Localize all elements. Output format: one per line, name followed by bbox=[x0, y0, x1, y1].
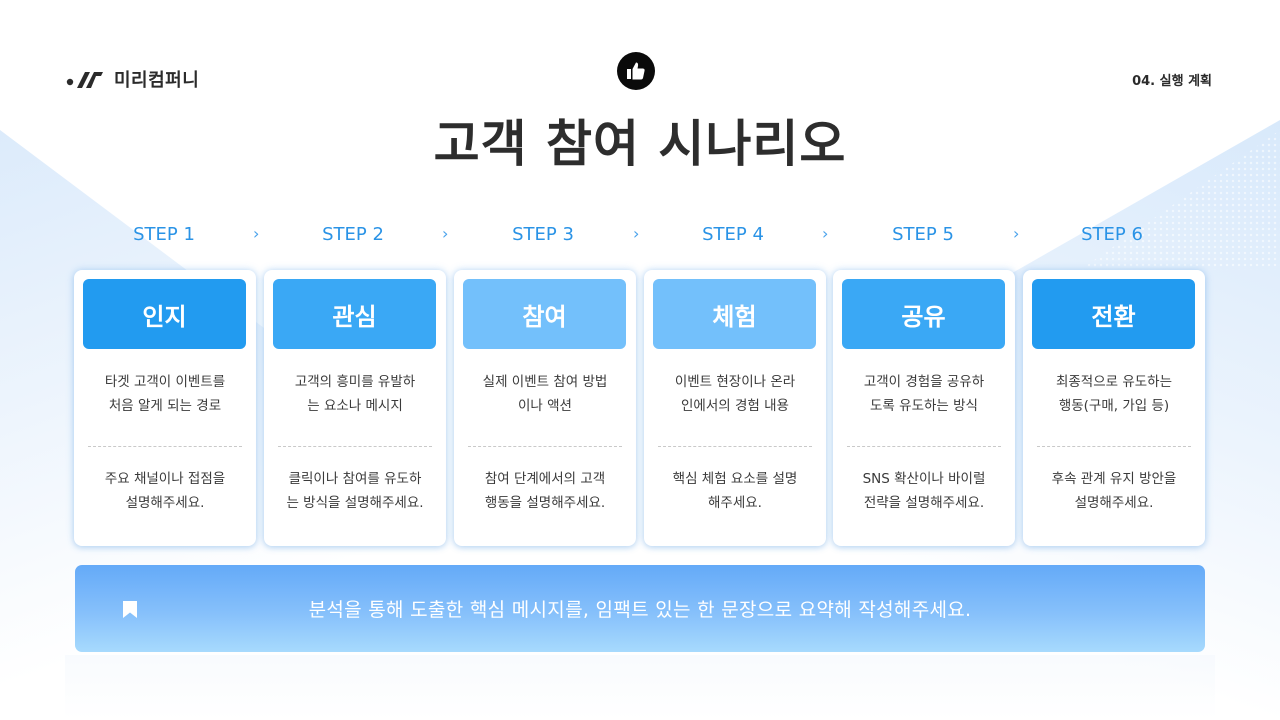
card-description: 고객의 흥미를 유발하 는 요소나 메시지 bbox=[294, 374, 416, 414]
chevron-right-icon: › bbox=[822, 224, 829, 243]
card-note: 참여 단계에서의 고객 행동을 설명해주세요. bbox=[484, 471, 606, 511]
step-card-conversion: 전환 최종적으로 유도하는 행동(구매, 가입 등) 후속 관계 유지 방안을 … bbox=[1023, 270, 1205, 546]
step-card-awareness: 인지 타겟 고객이 이벤트를 처음 알게 되는 경로 주요 채널이나 접점을 설… bbox=[74, 270, 256, 546]
step-cards: 인지 타겟 고객이 이벤트를 처음 알게 되는 경로 주요 채널이나 접점을 설… bbox=[74, 270, 1206, 548]
card-description: 고객이 경험을 공유하 도록 유도하는 방식 bbox=[863, 374, 985, 414]
section-label: 04. 실행 계획 bbox=[1132, 74, 1212, 89]
summary-text: 분석을 통해 도출한 핵심 메시지를, 임팩트 있는 한 문장으로 요약해 작성… bbox=[308, 599, 972, 621]
company-name: 미리컴퍼니 bbox=[114, 70, 200, 91]
card-divider bbox=[1037, 446, 1191, 447]
card-description: 최종적으로 유도하는 행동(구매, 가입 등) bbox=[1055, 374, 1173, 414]
card-description: 실제 이벤트 참여 방법 이나 액션 bbox=[482, 374, 608, 414]
step-label-2: STEP 2 bbox=[322, 224, 384, 245]
chevron-right-icon: › bbox=[442, 224, 449, 243]
card-note: SNS 확산이나 바이럴 전략을 설명해주세요. bbox=[862, 471, 986, 511]
card-note: 후속 관계 유지 방안을 설명해주세요. bbox=[1051, 471, 1177, 511]
card-title: 체험 bbox=[653, 279, 816, 349]
step-labels-row: STEP 1 › STEP 2 › STEP 3 › STEP 4 › STEP… bbox=[70, 222, 1210, 252]
step-card-experience: 체험 이벤트 현장이나 온라 인에서의 경험 내용 핵심 체험 요소를 설명 해… bbox=[644, 270, 826, 546]
card-title: 관심 bbox=[273, 279, 436, 349]
card-title: 참여 bbox=[463, 279, 626, 349]
bookmark-icon bbox=[123, 601, 137, 618]
card-title: 공유 bbox=[842, 279, 1005, 349]
step-card-interest: 관심 고객의 흥미를 유발하 는 요소나 메시지 클릭이나 참여를 유도하 는 … bbox=[264, 270, 446, 546]
card-description: 타겟 고객이 이벤트를 처음 알게 되는 경로 bbox=[104, 374, 226, 414]
card-divider bbox=[658, 446, 812, 447]
logo-mark-icon bbox=[66, 72, 103, 88]
page-title: 고객 참여 시나리오 bbox=[433, 115, 847, 173]
chevron-right-icon: › bbox=[633, 224, 640, 243]
step-label-4: STEP 4 bbox=[702, 224, 764, 245]
step-label-5: STEP 5 bbox=[892, 224, 954, 245]
card-title: 인지 bbox=[83, 279, 246, 349]
card-divider bbox=[278, 446, 432, 447]
card-divider bbox=[88, 446, 242, 447]
step-card-share: 공유 고객이 경험을 공유하 도록 유도하는 방식 SNS 확산이나 바이럴 전… bbox=[833, 270, 1015, 546]
card-note: 주요 채널이나 접점을 설명해주세요. bbox=[104, 471, 226, 511]
card-note: 핵심 체험 요소를 설명 해주세요. bbox=[672, 471, 798, 511]
chevron-right-icon: › bbox=[1013, 224, 1020, 243]
step-card-participation: 참여 실제 이벤트 참여 방법 이나 액션 참여 단계에서의 고객 행동을 설명… bbox=[454, 270, 636, 546]
card-note: 클릭이나 참여를 유도하 는 방식을 설명해주세요. bbox=[286, 471, 424, 511]
thumbs-up-icon bbox=[617, 52, 655, 90]
background-bottom-fade bbox=[65, 655, 1215, 720]
step-label-3: STEP 3 bbox=[512, 224, 574, 245]
step-label-6: STEP 6 bbox=[1081, 224, 1143, 245]
summary-banner: 분석을 통해 도출한 핵심 메시지를, 임팩트 있는 한 문장으로 요약해 작성… bbox=[75, 565, 1205, 652]
card-divider bbox=[847, 446, 1001, 447]
card-description: 이벤트 현장이나 온라 인에서의 경험 내용 bbox=[674, 374, 796, 414]
chevron-right-icon: › bbox=[253, 224, 260, 243]
company-logo: 미리컴퍼니 bbox=[66, 66, 199, 92]
card-title: 전환 bbox=[1032, 279, 1195, 349]
step-label-1: STEP 1 bbox=[133, 224, 195, 245]
card-divider bbox=[468, 446, 622, 447]
